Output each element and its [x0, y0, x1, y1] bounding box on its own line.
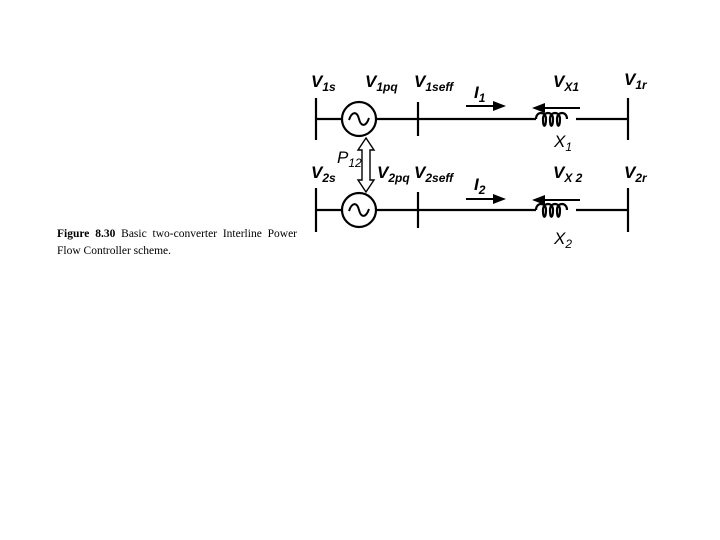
label-v1s: V1s — [311, 72, 336, 94]
figure-caption: Figure 8.30 Basic two-converter Interlin… — [57, 226, 297, 260]
label-i1: I1 — [474, 83, 486, 105]
label-v2r: V2r — [624, 163, 648, 185]
line-2 — [314, 188, 630, 232]
figure-label: Figure 8.30 — [57, 228, 116, 240]
label-p12: P12 — [337, 148, 362, 170]
label-v2s: V2s — [311, 163, 336, 185]
current-i1-arrow-icon — [466, 101, 506, 111]
label-x2: X2 — [553, 229, 572, 251]
current-i2-arrow-icon — [466, 194, 506, 204]
label-x1: X1 — [553, 132, 572, 154]
p12-double-arrow-icon — [356, 136, 376, 194]
label-v1r: V1r — [624, 70, 648, 92]
label-v2pq: V2pq — [377, 163, 410, 185]
voltage-vx2-arrow-icon — [532, 195, 580, 205]
caption-text: Basic two-converter Interline Power Flow… — [57, 228, 298, 257]
line-1 — [314, 98, 630, 140]
label-v1pq: V1pq — [365, 72, 398, 94]
voltage-vx1-arrow-icon — [532, 103, 580, 113]
converter-2-source-icon — [340, 191, 378, 229]
label-v1seff: V1seff — [414, 72, 454, 94]
converter-1-source-icon — [340, 100, 378, 138]
label-vx1: VX1 — [553, 72, 579, 94]
label-i2: I2 — [474, 175, 486, 197]
label-vx2: VX 2 — [553, 163, 583, 185]
label-v2seff: V2seff — [414, 163, 454, 185]
reactor-x1-coil-icon — [534, 111, 569, 127]
reactor-x2-coil-icon — [534, 202, 569, 218]
